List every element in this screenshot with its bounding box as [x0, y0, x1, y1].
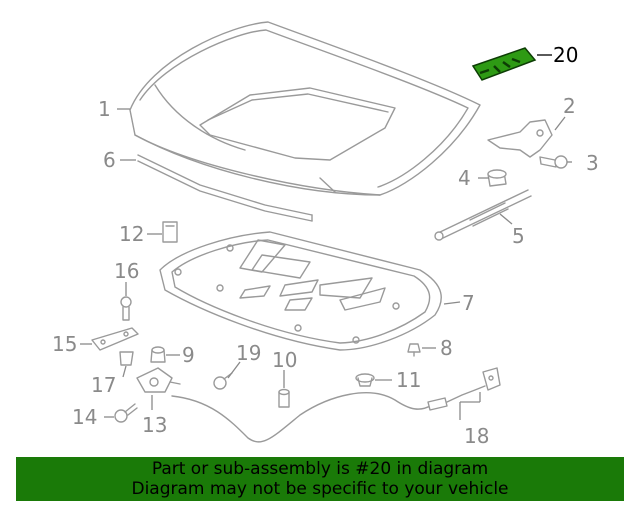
clip-part-12: [162, 221, 178, 243]
bolt-part-14: [114, 403, 138, 423]
callout-13: 13: [142, 413, 167, 437]
hood-insulator-part: [159, 231, 442, 351]
clip-part-17: [119, 351, 134, 366]
callout-5: 5: [512, 224, 525, 248]
callout-8: 8: [440, 336, 453, 360]
bumper-part-9: [150, 346, 166, 363]
bracket-part-15: [91, 327, 139, 351]
callout-10: 10: [272, 348, 297, 372]
callout-14: 14: [72, 405, 97, 429]
callout-labels: 1 2 3 4 5 6 7 8 9 10 11 12 13 14 15 16 1…: [52, 43, 599, 448]
leader-lines: [80, 54, 572, 420]
callout-18: 18: [464, 424, 489, 448]
callout-3: 3: [586, 151, 599, 175]
hood-hinge-part: [487, 119, 553, 158]
callout-1: 1: [98, 97, 111, 121]
callout-19: 19: [236, 341, 261, 365]
callout-16: 16: [114, 259, 139, 283]
grommet-part-11: [355, 373, 375, 387]
bolt-part-16: [120, 296, 132, 321]
callout-4: 4: [458, 166, 471, 190]
callout-15: 15: [52, 332, 77, 356]
callout-9: 9: [182, 343, 195, 367]
callout-12: 12: [119, 222, 144, 246]
banner-line-1: Part or sub-assembly is #20 in diagram: [151, 459, 489, 479]
callout-6: 6: [103, 148, 116, 172]
hood-seal-part: [137, 154, 313, 222]
gas-strut-part: [434, 189, 532, 241]
hood-latch-part: [136, 367, 181, 393]
callout-20: 20: [553, 43, 578, 67]
release-cable-part: [171, 367, 501, 443]
callout-2: 2: [563, 94, 576, 118]
notice-banner: Part or sub-assembly is #20 in diagram D…: [16, 457, 624, 501]
clip-part-8: [407, 343, 421, 357]
hood-bumper-part: [487, 169, 507, 187]
emblem-part-highlighted: [471, 47, 537, 81]
callout-11: 11: [396, 368, 421, 392]
hood-part: [129, 21, 481, 196]
hinge-bolt-part: [539, 155, 568, 169]
bumper-part-10: [278, 388, 290, 408]
callout-17: 17: [91, 373, 116, 397]
callout-7: 7: [462, 291, 475, 315]
banner-line-2: Diagram may not be specific to your vehi…: [131, 479, 509, 499]
